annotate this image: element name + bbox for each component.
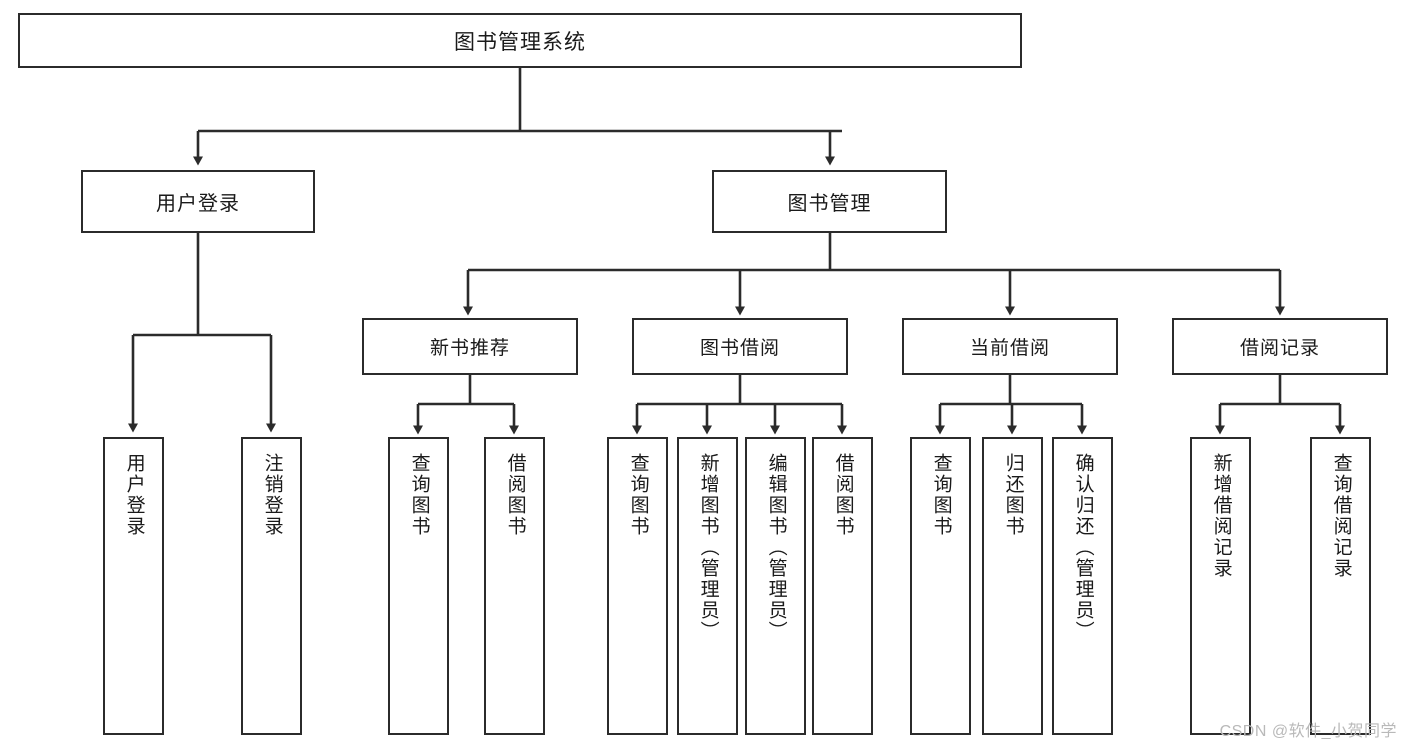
node-current-borrow[interactable]: 当前借阅 [902, 318, 1118, 375]
leaf-query-record-label: 查询借阅记录 [1330, 453, 1352, 579]
leaf-borrow-book-1[interactable]: 借阅图书 [484, 437, 545, 735]
leaf-return-book[interactable]: 归还图书 [982, 437, 1043, 735]
leaf-borrow-book-1-label: 借阅图书 [504, 453, 526, 537]
leaf-add-book-label: 新增图书（管理员） [697, 453, 719, 642]
leaf-confirm-return[interactable]: 确认归还（管理员） [1052, 437, 1113, 735]
leaf-confirm-return-label: 确认归还（管理员） [1072, 453, 1094, 642]
leaf-user-login[interactable]: 用户登录 [103, 437, 164, 735]
node-book-borrow[interactable]: 图书借阅 [632, 318, 848, 375]
node-root[interactable]: 图书管理系统 [18, 13, 1022, 68]
leaf-edit-book-label: 编辑图书（管理员） [765, 453, 787, 642]
node-new-book-recommend[interactable]: 新书推荐 [362, 318, 578, 375]
leaf-edit-book[interactable]: 编辑图书（管理员） [745, 437, 806, 735]
leaf-borrow-book-2[interactable]: 借阅图书 [812, 437, 873, 735]
leaf-return-book-label: 归还图书 [1002, 453, 1024, 537]
node-book-management-label: 图书管理 [787, 193, 872, 215]
leaf-logout-label: 注销登录 [261, 453, 283, 537]
leaf-query-record[interactable]: 查询借阅记录 [1310, 437, 1371, 735]
leaf-user-login-label: 用户登录 [123, 453, 145, 537]
node-book-management[interactable]: 图书管理 [712, 170, 947, 233]
leaf-query-book-2[interactable]: 查询图书 [607, 437, 668, 735]
node-user-login-label: 用户登录 [156, 193, 240, 215]
leaf-add-record[interactable]: 新增借阅记录 [1190, 437, 1251, 735]
leaf-borrow-book-2-label: 借阅图书 [832, 453, 854, 537]
node-borrow-record-label: 借阅记录 [1239, 338, 1320, 359]
leaf-logout[interactable]: 注销登录 [241, 437, 302, 735]
node-book-borrow-label: 图书借阅 [699, 338, 780, 359]
leaf-query-book-3-label: 查询图书 [930, 453, 952, 537]
csdn-watermark: CSDN @软件_小贺同学 [1219, 723, 1397, 740]
node-root-label: 图书管理系统 [454, 30, 586, 54]
node-borrow-record[interactable]: 借阅记录 [1172, 318, 1388, 375]
node-new-book-recommend-label: 新书推荐 [429, 338, 510, 359]
leaf-query-book-1[interactable]: 查询图书 [388, 437, 449, 735]
leaf-add-book[interactable]: 新增图书（管理员） [677, 437, 738, 735]
leaf-query-book-1-label: 查询图书 [408, 453, 430, 537]
leaf-query-book-3[interactable]: 查询图书 [910, 437, 971, 735]
node-user-login[interactable]: 用户登录 [81, 170, 315, 233]
node-current-borrow-label: 当前借阅 [969, 338, 1050, 359]
leaf-add-record-label: 新增借阅记录 [1210, 453, 1232, 579]
leaf-query-book-2-label: 查询图书 [627, 453, 649, 537]
